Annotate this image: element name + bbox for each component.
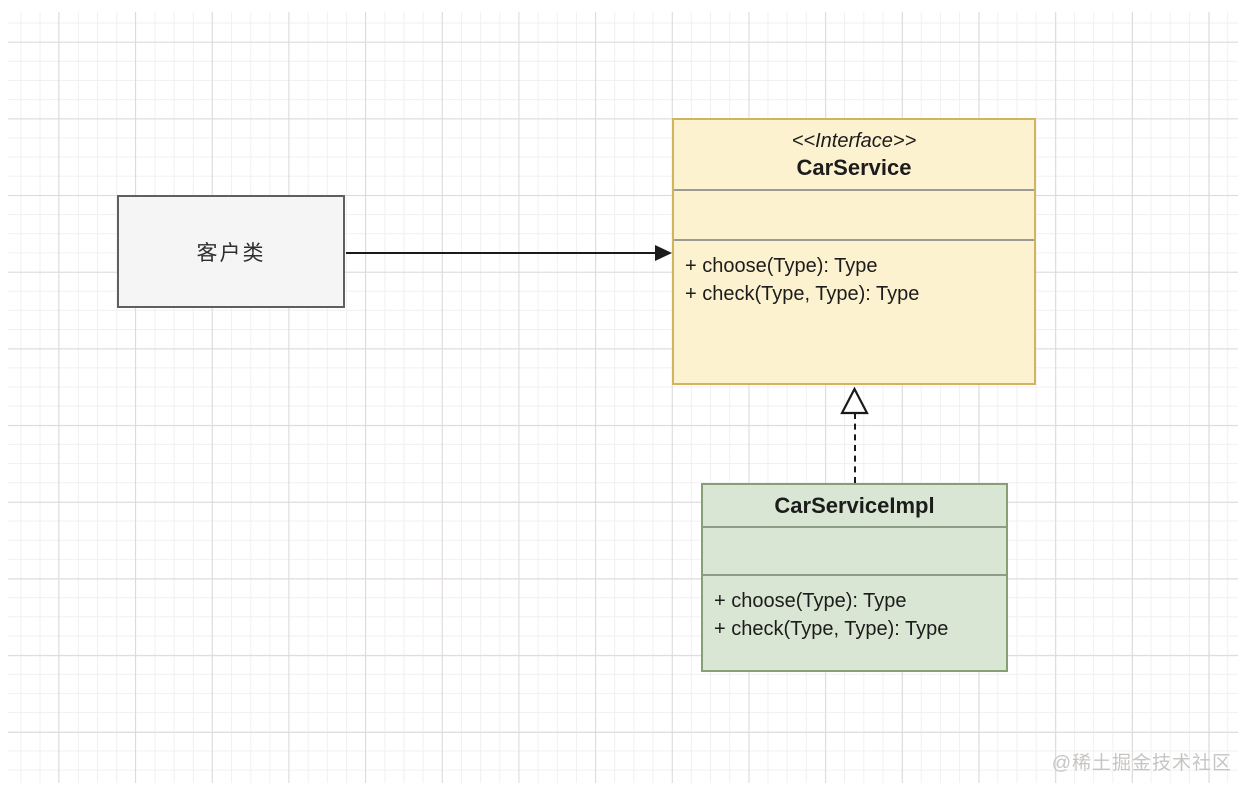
- realization-dashed-line: [854, 413, 856, 483]
- interface-method: + choose(Type): Type: [685, 255, 878, 277]
- interface-name: CarService: [796, 155, 912, 180]
- implementation-node: CarServiceImpl + choose(Type): Type + ch…: [701, 483, 1008, 672]
- association-arrowhead-icon: [655, 245, 672, 261]
- association-line: [346, 252, 660, 254]
- grid-background: [8, 12, 1238, 783]
- implementation-name: CarServiceImpl: [774, 493, 935, 518]
- interface-header: <<Interface>> CarService: [674, 120, 1034, 191]
- interface-methods-section: + choose(Type): Type + check(Type, Type)…: [674, 241, 1034, 308]
- client-class-node: 客户类: [117, 195, 345, 308]
- interface-fields-section: [674, 191, 1034, 241]
- implementation-method: + choose(Type): Type: [714, 590, 907, 612]
- interface-method: + check(Type, Type): Type: [685, 283, 920, 305]
- watermark: @稀土掘金技术社区: [1051, 753, 1232, 774]
- implementation-method: + check(Type, Type): Type: [714, 618, 949, 640]
- interface-node: <<Interface>> CarService + choose(Type):…: [672, 118, 1036, 385]
- implementation-header: CarServiceImpl: [703, 485, 1006, 528]
- implementation-methods-section: + choose(Type): Type + check(Type, Type)…: [703, 576, 1006, 643]
- client-class-label: 客户类: [196, 241, 266, 265]
- realization-triangle-icon: [840, 387, 869, 415]
- interface-stereotype: <<Interface>>: [791, 130, 917, 152]
- implementation-fields-section: [703, 528, 1006, 576]
